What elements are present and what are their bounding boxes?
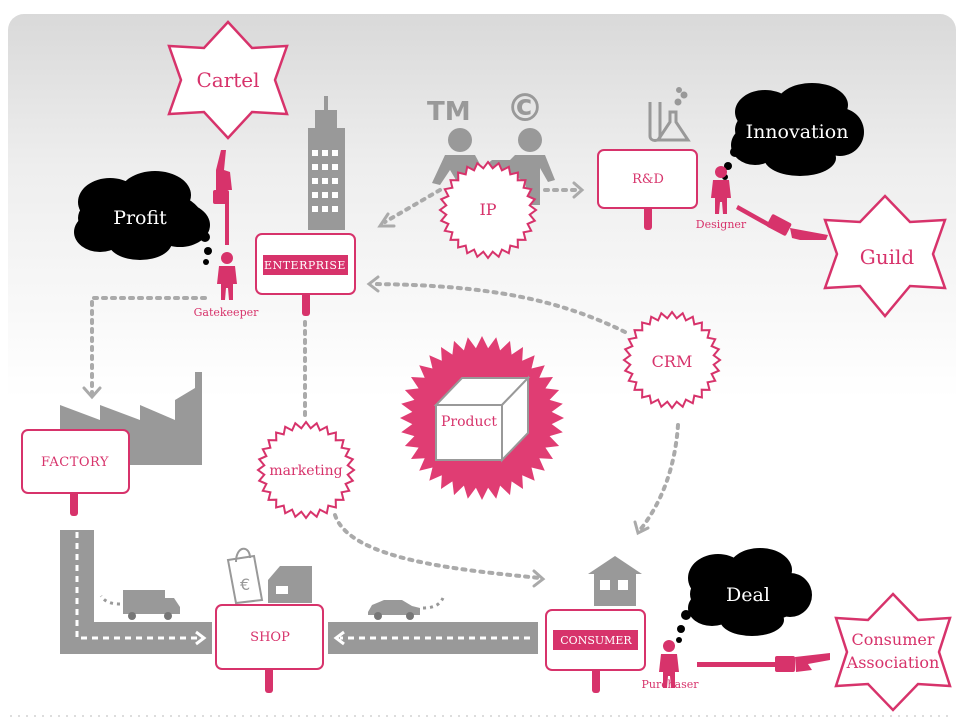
consumer-association-label-2: Association (846, 653, 940, 672)
rnd-sign[interactable]: R&D (597, 149, 698, 230)
marketing-label: marketing (269, 463, 342, 479)
cartel-star: Cartel (167, 20, 289, 140)
cartel-label: Cartel (196, 68, 259, 92)
designer-label: Designer (696, 218, 747, 231)
dotted-connectors (82, 181, 680, 588)
product-label: Product (441, 414, 497, 430)
guild-star: Guild (823, 194, 947, 318)
box-icon (433, 375, 531, 463)
shopfront-icon (268, 566, 312, 603)
copyright-mark: © (506, 86, 544, 130)
pointing-hand-icon (795, 653, 830, 672)
pointing-hand-icon (790, 228, 828, 240)
designer-figure: Designer (696, 166, 828, 240)
lab-flask-icon (648, 87, 691, 142)
factory-label: FACTORY (41, 455, 109, 470)
profit-label: Profit (113, 207, 167, 229)
shop-sign[interactable]: SHOP (215, 604, 324, 693)
deal-label: Deal (726, 584, 770, 606)
svg-text:€: € (240, 575, 250, 594)
raised-hand-icon (216, 150, 232, 190)
burst-crm-shape (622, 310, 722, 410)
purchaser-label: Purchaser (642, 678, 700, 691)
innovation-label: Innovation (746, 121, 849, 143)
house-icon (588, 556, 642, 606)
skyscraper-icon (308, 96, 345, 230)
marketing-burst (256, 420, 356, 520)
shop-label: SHOP (250, 630, 290, 645)
enterprise-label: ENTERPRISE (264, 259, 346, 272)
purchaser-figure: Purchaser (642, 640, 830, 691)
deal-cloud: Deal (676, 548, 812, 643)
consumer-association-label-1: Consumer (852, 630, 935, 649)
guild-label: Guild (860, 245, 915, 269)
profit-cloud: Profit (74, 171, 212, 265)
consumer-label: CONSUMER (560, 634, 632, 647)
consumer-sign[interactable]: CONSUMER (545, 609, 646, 693)
shopping-bag-euro-icon: € (226, 547, 264, 605)
innovation-cloud: Innovation (722, 83, 864, 180)
rnd-label: R&D (632, 172, 664, 187)
gatekeeper-figure: Gatekeeper (194, 150, 260, 319)
crm-burst (622, 310, 722, 410)
factory-sign[interactable]: FACTORY (21, 429, 130, 516)
consumer-association-star: Consumer Association (834, 592, 952, 712)
gatekeeper-label: Gatekeeper (194, 306, 260, 319)
ip-label: IP (479, 200, 496, 219)
car-icon (368, 597, 445, 620)
burst-ip-shape (438, 160, 538, 260)
road (60, 530, 538, 654)
crm-label: CRM (652, 352, 693, 371)
truck-icon (99, 590, 180, 620)
burst-marketing-shape (256, 420, 356, 520)
ip-burst (438, 160, 538, 260)
enterprise-sign[interactable]: ENTERPRISE (255, 233, 356, 316)
trademark-mark: TM (427, 97, 471, 127)
